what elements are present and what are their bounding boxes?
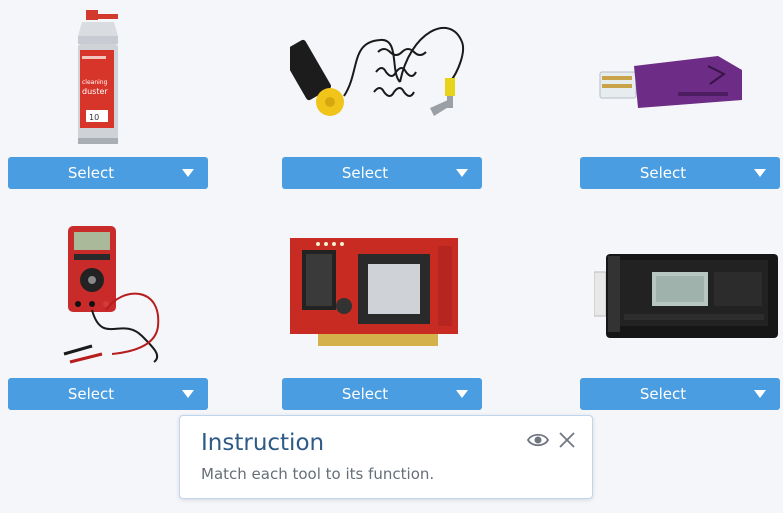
eye-icon[interactable] [526, 432, 550, 453]
svg-text:10: 10 [89, 113, 99, 122]
tool-4-select-label: Select [67, 385, 115, 403]
tool-6-select-label: Select [639, 385, 687, 403]
instruction-title: Instruction [201, 430, 325, 456]
instruction-panel: Instruction Match each tool to its funct… [179, 415, 593, 499]
svg-text:cleaning: cleaning [82, 79, 108, 86]
post-diagnostic-card-icon [288, 236, 464, 348]
tool-1-select-label: Select [67, 164, 115, 182]
tool-3-select-label: Select [639, 164, 687, 182]
tool-2-select[interactable]: Select [282, 157, 482, 189]
tool-5-select-label: Select [341, 385, 389, 403]
chevron-down-icon [754, 169, 766, 177]
power-supply-tester-icon [593, 250, 782, 340]
chevron-down-icon [182, 390, 194, 398]
instruction-text: Match each tool to its function. [201, 465, 435, 483]
tool-4-select[interactable]: Select [8, 378, 208, 410]
tool-5-select[interactable]: Select [282, 378, 482, 410]
tool-3-select[interactable]: Select [580, 157, 780, 189]
chevron-down-icon [456, 169, 468, 177]
close-icon[interactable] [558, 431, 576, 454]
chevron-down-icon [182, 169, 194, 177]
tool-6-select[interactable]: Select [580, 378, 780, 410]
compressed-air-can-icon: cleaning duster 10 [72, 10, 124, 146]
antistatic-wrist-strap-icon [280, 12, 470, 144]
tool-1-select[interactable]: Select [8, 157, 208, 189]
tool-2-select-label: Select [341, 164, 389, 182]
svg-text:duster: duster [82, 87, 108, 96]
multimeter-icon [62, 226, 170, 364]
chevron-down-icon [754, 390, 766, 398]
loopback-plug-icon [598, 52, 746, 110]
chevron-down-icon [456, 390, 468, 398]
